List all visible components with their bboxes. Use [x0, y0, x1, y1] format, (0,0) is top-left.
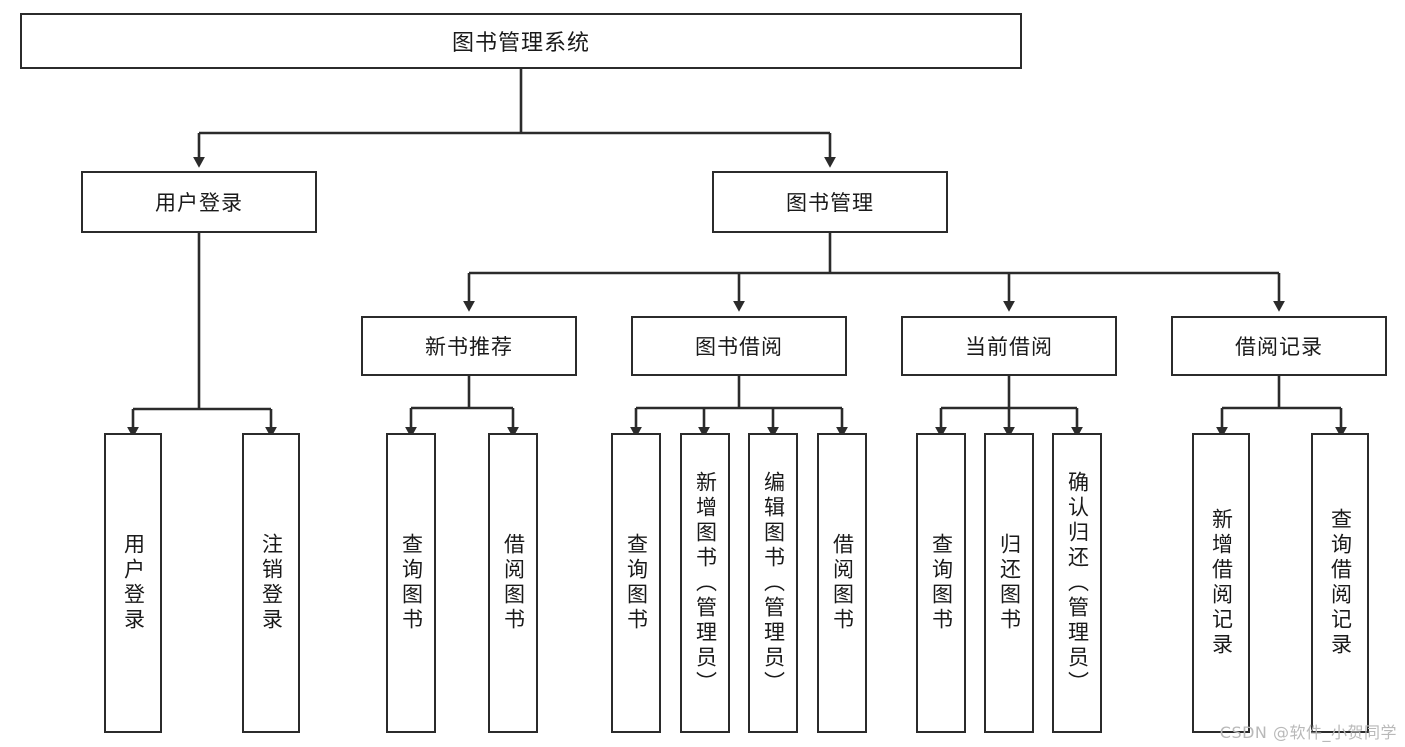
- leaf-query-book-borrow[interactable]: 查询图书: [611, 433, 661, 733]
- node-label: 注销登录: [259, 533, 284, 633]
- leaf-query-borrow-record[interactable]: 查询借阅记录: [1311, 433, 1369, 733]
- node-label: 新增借阅记录: [1209, 508, 1234, 658]
- node-borrow-record[interactable]: 借阅记录: [1171, 316, 1387, 376]
- leaf-confirm-return-admin[interactable]: 确认归还（管理员）: [1052, 433, 1102, 733]
- leaf-borrow-book-recommend[interactable]: 借阅图书: [488, 433, 538, 733]
- node-label: 借阅图书: [830, 533, 855, 633]
- node-label: 用户登录: [121, 533, 146, 633]
- node-label: 当前借阅: [965, 335, 1053, 359]
- node-current-borrow[interactable]: 当前借阅: [901, 316, 1117, 376]
- node-label: 查询图书: [399, 533, 424, 633]
- node-book-borrow[interactable]: 图书借阅: [631, 316, 847, 376]
- node-label: 归还图书: [997, 533, 1022, 633]
- node-label: 新增图书（管理员）: [693, 470, 718, 696]
- csdn-watermark: CSDN @软件_小贺同学: [1219, 723, 1397, 742]
- node-new-book-recommend[interactable]: 新书推荐: [361, 316, 577, 376]
- leaf-query-book-recommend[interactable]: 查询图书: [386, 433, 436, 733]
- leaf-return-book[interactable]: 归还图书: [984, 433, 1034, 733]
- node-book-management[interactable]: 图书管理: [712, 171, 948, 233]
- leaf-query-book-current[interactable]: 查询图书: [916, 433, 966, 733]
- node-label: 新书推荐: [425, 335, 513, 359]
- node-label: 查询图书: [929, 533, 954, 633]
- node-label: 借阅记录: [1235, 335, 1323, 359]
- node-user-login[interactable]: 用户登录: [81, 171, 317, 233]
- leaf-add-book-admin[interactable]: 新增图书（管理员）: [680, 433, 730, 733]
- node-label: 用户登录: [155, 191, 243, 215]
- node-label: 查询图书: [624, 533, 649, 633]
- leaf-edit-book-admin[interactable]: 编辑图书（管理员）: [748, 433, 798, 733]
- node-root-system[interactable]: 图书管理系统: [20, 13, 1022, 69]
- node-label: 图书管理: [786, 191, 874, 215]
- leaf-user-logout[interactable]: 注销登录: [242, 433, 300, 733]
- node-label: 图书管理系统: [451, 31, 590, 56]
- node-label: 编辑图书（管理员）: [761, 470, 786, 696]
- node-label: 借阅图书: [501, 533, 526, 633]
- leaf-user-login[interactable]: 用户登录: [104, 433, 162, 733]
- leaf-add-borrow-record[interactable]: 新增借阅记录: [1192, 433, 1250, 733]
- node-label: 图书借阅: [695, 335, 783, 359]
- node-label: 确认归还（管理员）: [1065, 470, 1090, 696]
- leaf-borrow-book[interactable]: 借阅图书: [817, 433, 867, 733]
- node-label: 查询借阅记录: [1328, 508, 1353, 658]
